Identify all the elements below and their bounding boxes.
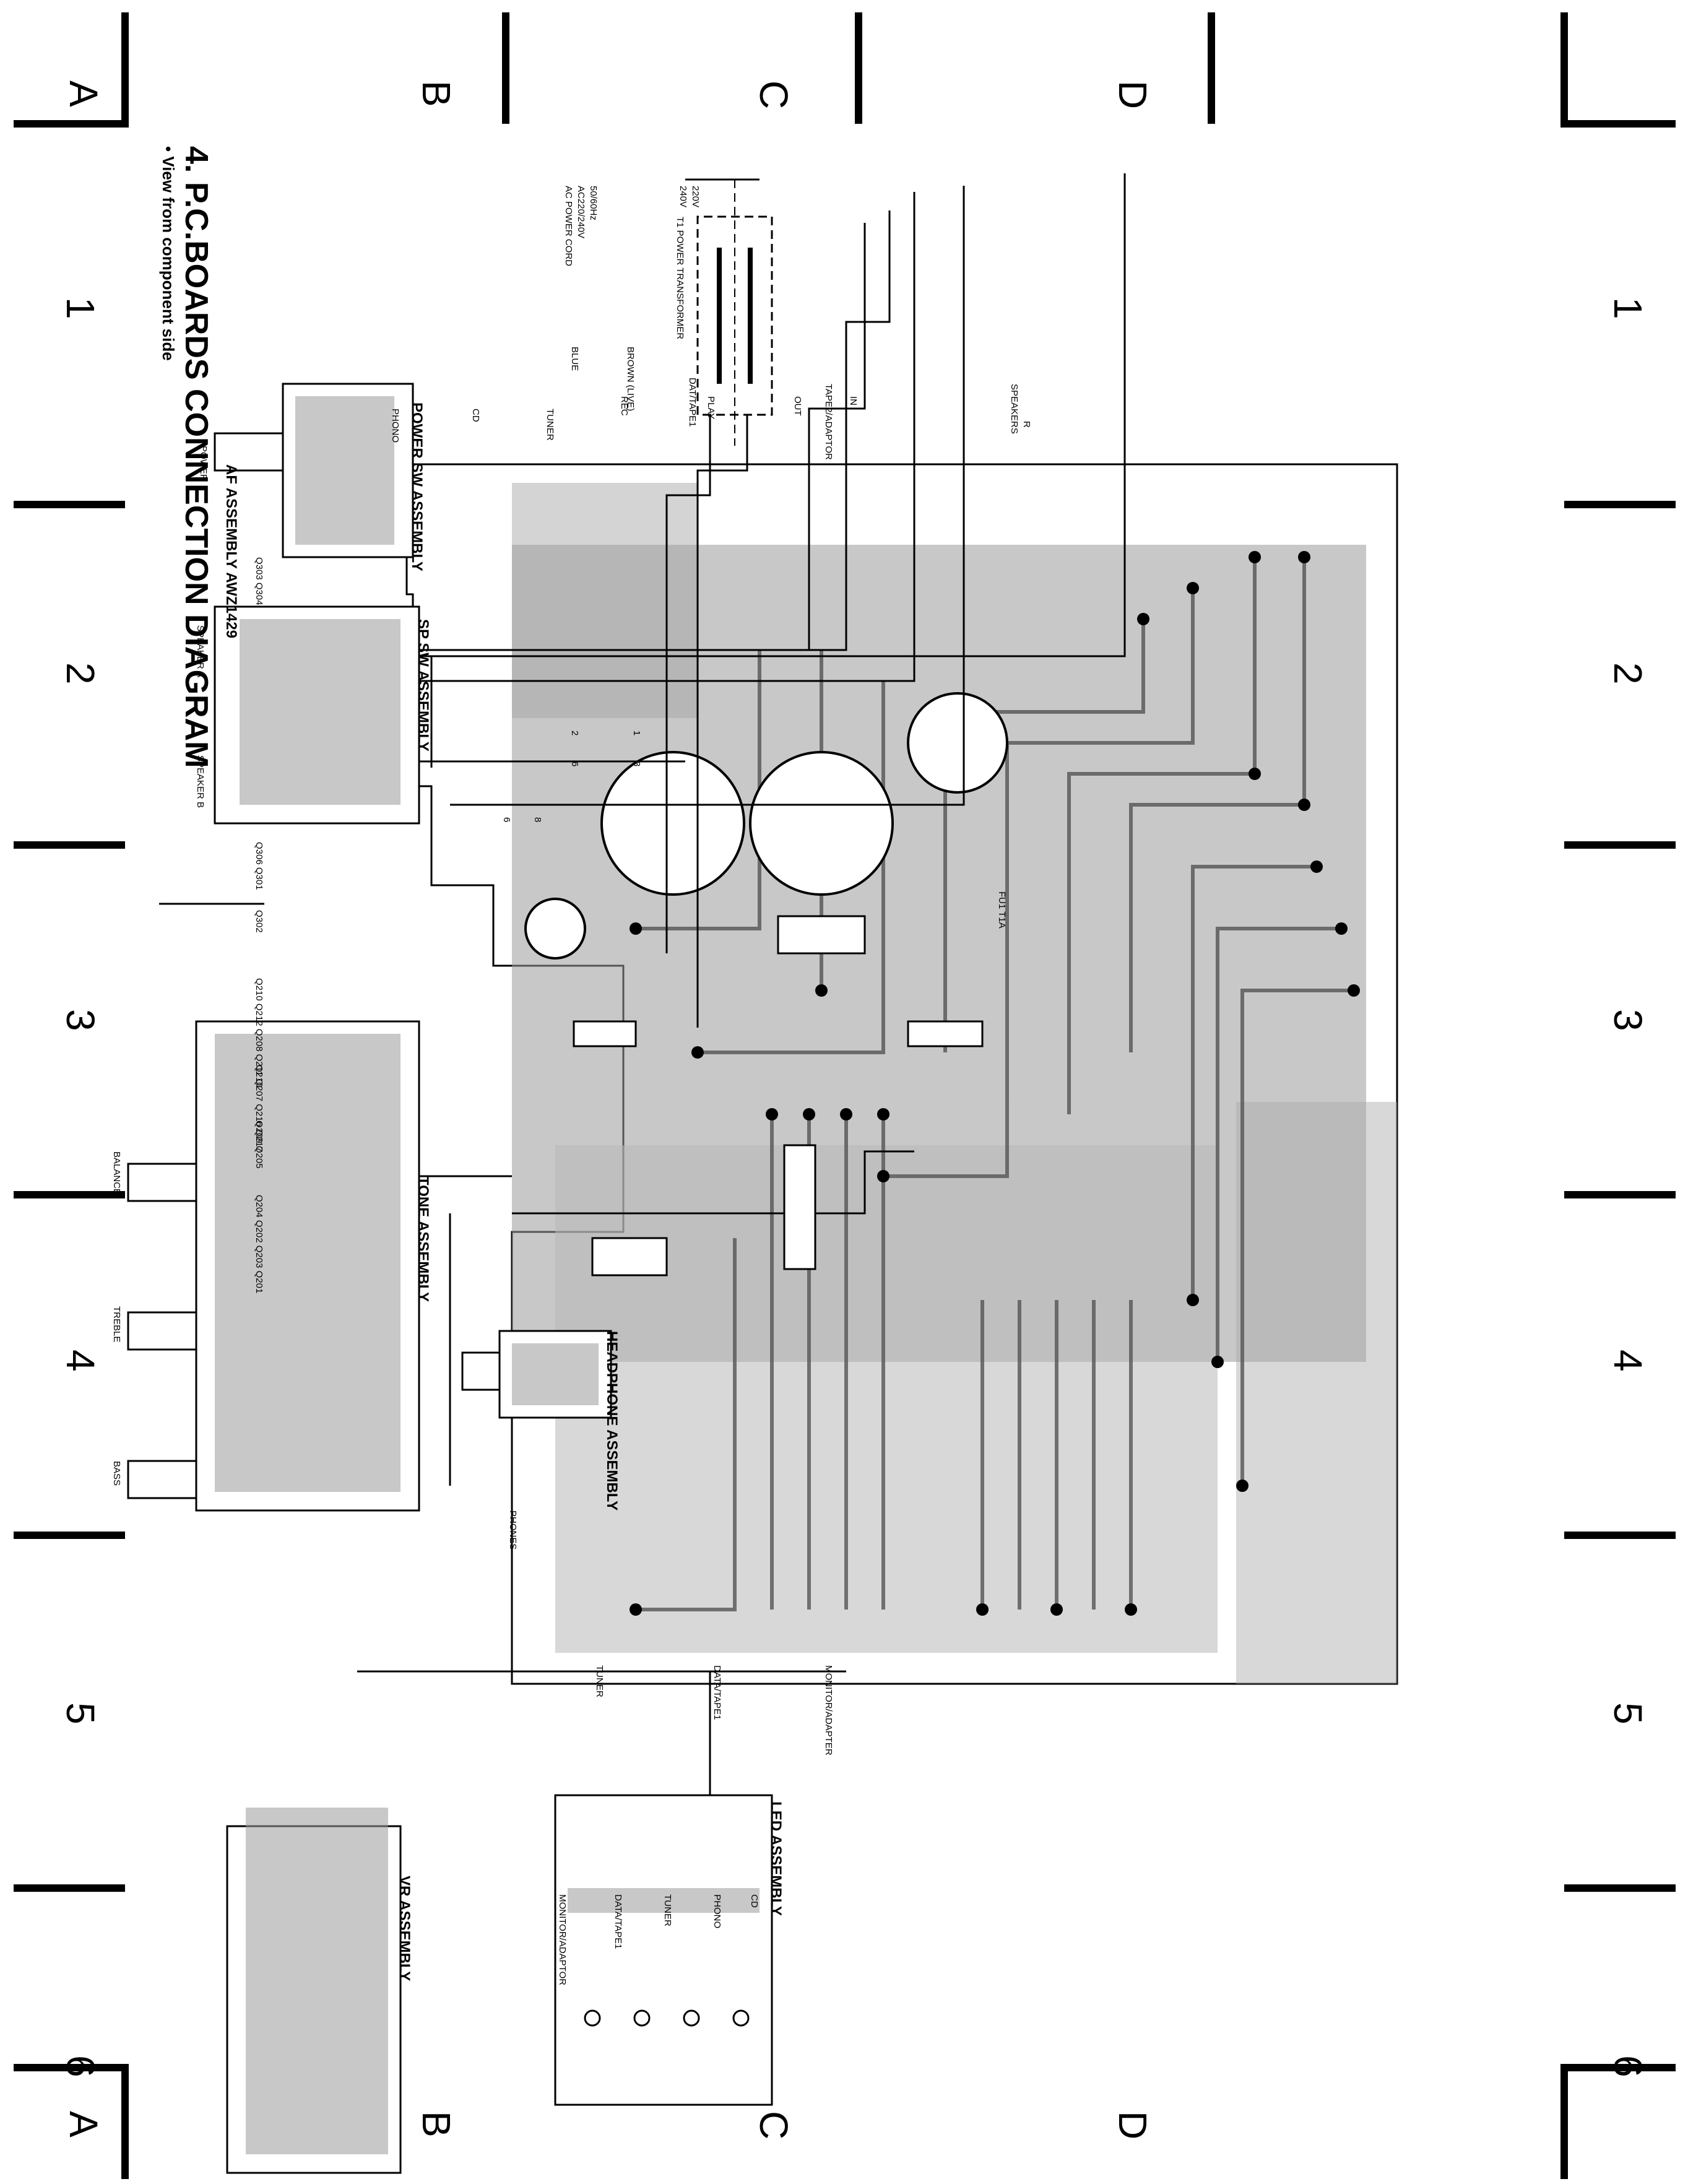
speaker-a-label: SPEAKER A [195, 625, 206, 678]
bass-label: BASS [111, 1461, 122, 1486]
sub-assembly-copper [215, 396, 760, 2154]
speaker-b-label: SPEAKER B [195, 755, 206, 808]
column-label-1: 1 [58, 297, 103, 319]
power-transformer [696, 180, 773, 446]
column-label-1-top: 1 [1606, 297, 1650, 319]
column-label-6: 6 [58, 2055, 103, 2078]
row-label-d-right: D [1110, 2111, 1155, 2140]
terminal-2: 2 [569, 730, 580, 736]
row-label-a-right: A [61, 2111, 106, 2138]
led-label-tuner: TUNER [662, 1894, 673, 1926]
transistor-ref-5: Q210 [254, 1065, 264, 1088]
jack-tuner: TUNER [545, 409, 555, 441]
column-label-5: 5 [58, 1702, 103, 1725]
power-cord-line-1: AC POWER CORD [563, 186, 574, 267]
column-label-3: 3 [58, 1009, 103, 1031]
row-label-d: D [1110, 80, 1155, 110]
tone-assembly-title: TONE ASSEMBLY [415, 1176, 431, 1302]
row-label-a: A [61, 80, 106, 107]
power-sw-assembly-title: POWER SW ASSEMBLY [409, 402, 425, 571]
led-label-data-tape1: DATA/TAPE1 [613, 1894, 623, 1949]
transistor-ref-1: Q303 Q304 [254, 557, 264, 605]
column-label-4: 4 [58, 1350, 103, 1372]
terminal-8: 8 [532, 817, 543, 823]
balance-label: BALANCE [111, 1151, 122, 1195]
jack-play: PLAY [706, 396, 716, 420]
jack-cd: CD [470, 409, 481, 422]
transistor-ref-6: Q209 Q205 [254, 1120, 264, 1169]
row-label-b-right: B [414, 2111, 459, 2138]
headphone-assembly-title: HEADPHONE ASSEMBLY [604, 1331, 620, 1511]
column-label-6-top: 6 [1606, 2055, 1650, 2078]
frame-marks [14, 12, 1676, 2179]
jack-dat-tape1: DAT/TAPE1 [687, 378, 698, 427]
transistor-ref-2: Q306 Q301 [254, 842, 264, 890]
wire-blue-label: BLUE [569, 347, 580, 371]
transistor-ref-3: Q302 [254, 910, 264, 933]
terminal-6b: 6 [501, 817, 512, 823]
wire-brown-label: BROWN (LIVE) [625, 347, 636, 412]
solder-pads [630, 551, 1360, 1616]
column-label-4-top: 4 [1606, 1350, 1650, 1372]
af-board [405, 463, 1398, 1685]
phones-label: PHONES [508, 1510, 518, 1550]
treble-label: TREBLE [111, 1306, 122, 1343]
jack-out: OUT [792, 396, 803, 416]
voltage-240: 240V [678, 186, 688, 208]
voltage-220: 220V [690, 186, 701, 208]
bottom-label-data-tape1: DATA/TAPE1 [712, 1665, 722, 1720]
column-label-2-top: 2 [1606, 662, 1650, 685]
led-label-monitor: MONITOR/ADAPTOR [557, 1894, 568, 1985]
filter-capacitors [524, 692, 1008, 960]
terminal-1: 1 [631, 730, 642, 736]
row-label-b: B [414, 80, 459, 107]
led-assembly-title: LED ASSEMBLY [768, 1801, 784, 1916]
ic-blocks [573, 915, 984, 1276]
jack-phono: PHONO [390, 409, 400, 443]
vr-assembly-title: VR ASSEMBLY [396, 1876, 413, 1982]
terminal-6: 6 [569, 761, 580, 767]
power-knob-label: POWER [198, 446, 209, 481]
terminal-3: 3 [631, 761, 642, 767]
column-label-5-top: 5 [1606, 1702, 1650, 1725]
led-board-leds [584, 1144, 816, 2027]
fuse-label: FU1 T1A [997, 891, 1007, 929]
af-assembly-label: AF ASSEMBLY AWZ1429 [223, 464, 240, 638]
knob-shafts [127, 432, 501, 1499]
power-cord-line-2: AC220/240V [576, 186, 586, 239]
led-label-cd: CD [749, 1894, 760, 1908]
led-label-phono: PHONO [712, 1894, 722, 1929]
sp-sw-assembly-title: SP SW ASSEMBLY [415, 619, 431, 752]
jack-tape2-adaptor: TAPE2/ADAPTOR [823, 384, 834, 460]
transformer-label: T1 POWER TRANSFORMER [675, 217, 685, 340]
column-label-3-top: 3 [1606, 1009, 1650, 1031]
row-label-c: C [751, 80, 796, 110]
column-label-2: 2 [58, 662, 103, 685]
row-label-c-right: C [751, 2111, 796, 2140]
bottom-label-tuner: TUNER [594, 1665, 605, 1697]
power-cord-line-3: 50/60Hz [588, 186, 599, 220]
page-subtitle: • View from component side [159, 146, 178, 361]
bottom-label-monitor: MONITOR/ADAPTER [823, 1665, 834, 1756]
transistor-ref-7: Q204 Q202 Q203 Q201 [254, 1195, 264, 1294]
jack-speakers-r: R [1021, 421, 1032, 428]
jack-in: IN [848, 396, 859, 405]
jack-speakers: SPEAKERS [1009, 384, 1019, 434]
